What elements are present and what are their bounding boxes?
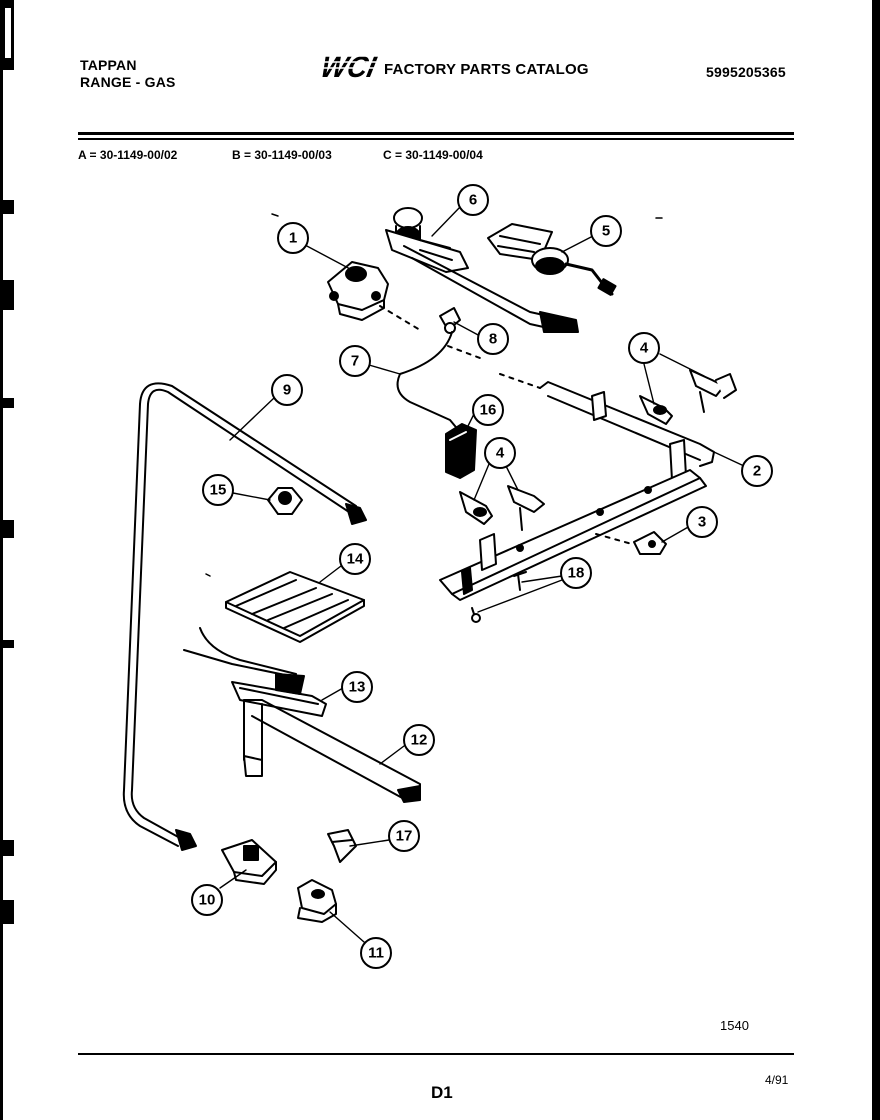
callout-17: 17 [396,828,413,845]
callout-11: 11 [368,945,384,962]
part-oven-burner-bracket [183,627,327,717]
figure-number: 1540 [720,1018,749,1033]
brand-name: TAPPAN [80,57,137,73]
callout-5: 5 [602,223,610,240]
callout-4-upper: 4 [640,340,649,357]
part-screws [471,571,527,623]
part-spark-module [297,879,337,923]
part-valve-upper [639,369,737,425]
part-mount-bracket [595,531,667,555]
callout-14: 14 [347,551,364,568]
callout-12: 12 [411,732,428,749]
callout-6: 6 [469,192,477,209]
part-bracket-small [439,307,461,334]
model-code-a: A = 30-1149-00/02 [78,148,178,162]
part-valve-lower [459,485,545,531]
footer-rule [78,1053,794,1055]
model-code-b: B = 30-1149-00/03 [232,148,332,162]
header-rule-thick [78,132,794,135]
callout-7: 7 [351,353,359,370]
callout-2: 2 [753,463,761,480]
callout-1: 1 [289,230,297,247]
callout-13: 13 [349,679,366,696]
callout-16: 16 [480,402,497,419]
part-regulator [327,261,421,331]
callout-9: 9 [283,382,291,399]
wci-logo: WCI [318,51,379,82]
part-nut [267,487,303,515]
model-code-c: C = 30-1149-00/04 [383,148,483,162]
revision-date: 4/91 [765,1073,789,1087]
part-top-burner-right [487,223,617,296]
scan-edge-right [872,0,880,1120]
part-manifold [439,373,715,601]
part-heat-shield [225,571,365,643]
catalog-number: 5995205365 [706,64,786,80]
header-rule-thin [78,138,794,140]
part-gas-tube [122,382,367,851]
callout-10: 10 [199,892,216,909]
page-number: D1 [431,1083,453,1102]
scan-edge-left [0,0,14,1120]
callout-3: 3 [698,514,706,531]
leader-lines [219,205,745,943]
scan-specks [205,213,663,577]
brand-block: TAPPAN RANGE - GAS [80,57,176,91]
product-type: RANGE - GAS [80,74,176,90]
catalog-title: FACTORY PARTS CATALOG [384,61,589,78]
callout-4-lower: 4 [496,445,505,462]
callout-18: 18 [568,565,585,582]
part-ignitor-base [221,839,277,885]
callout-15: 15 [210,482,227,499]
part-switch [445,423,477,479]
part-oven-burner [243,699,421,803]
part-top-burner-left [385,207,579,333]
callout-8: 8 [489,331,497,348]
part-clip [327,829,357,863]
